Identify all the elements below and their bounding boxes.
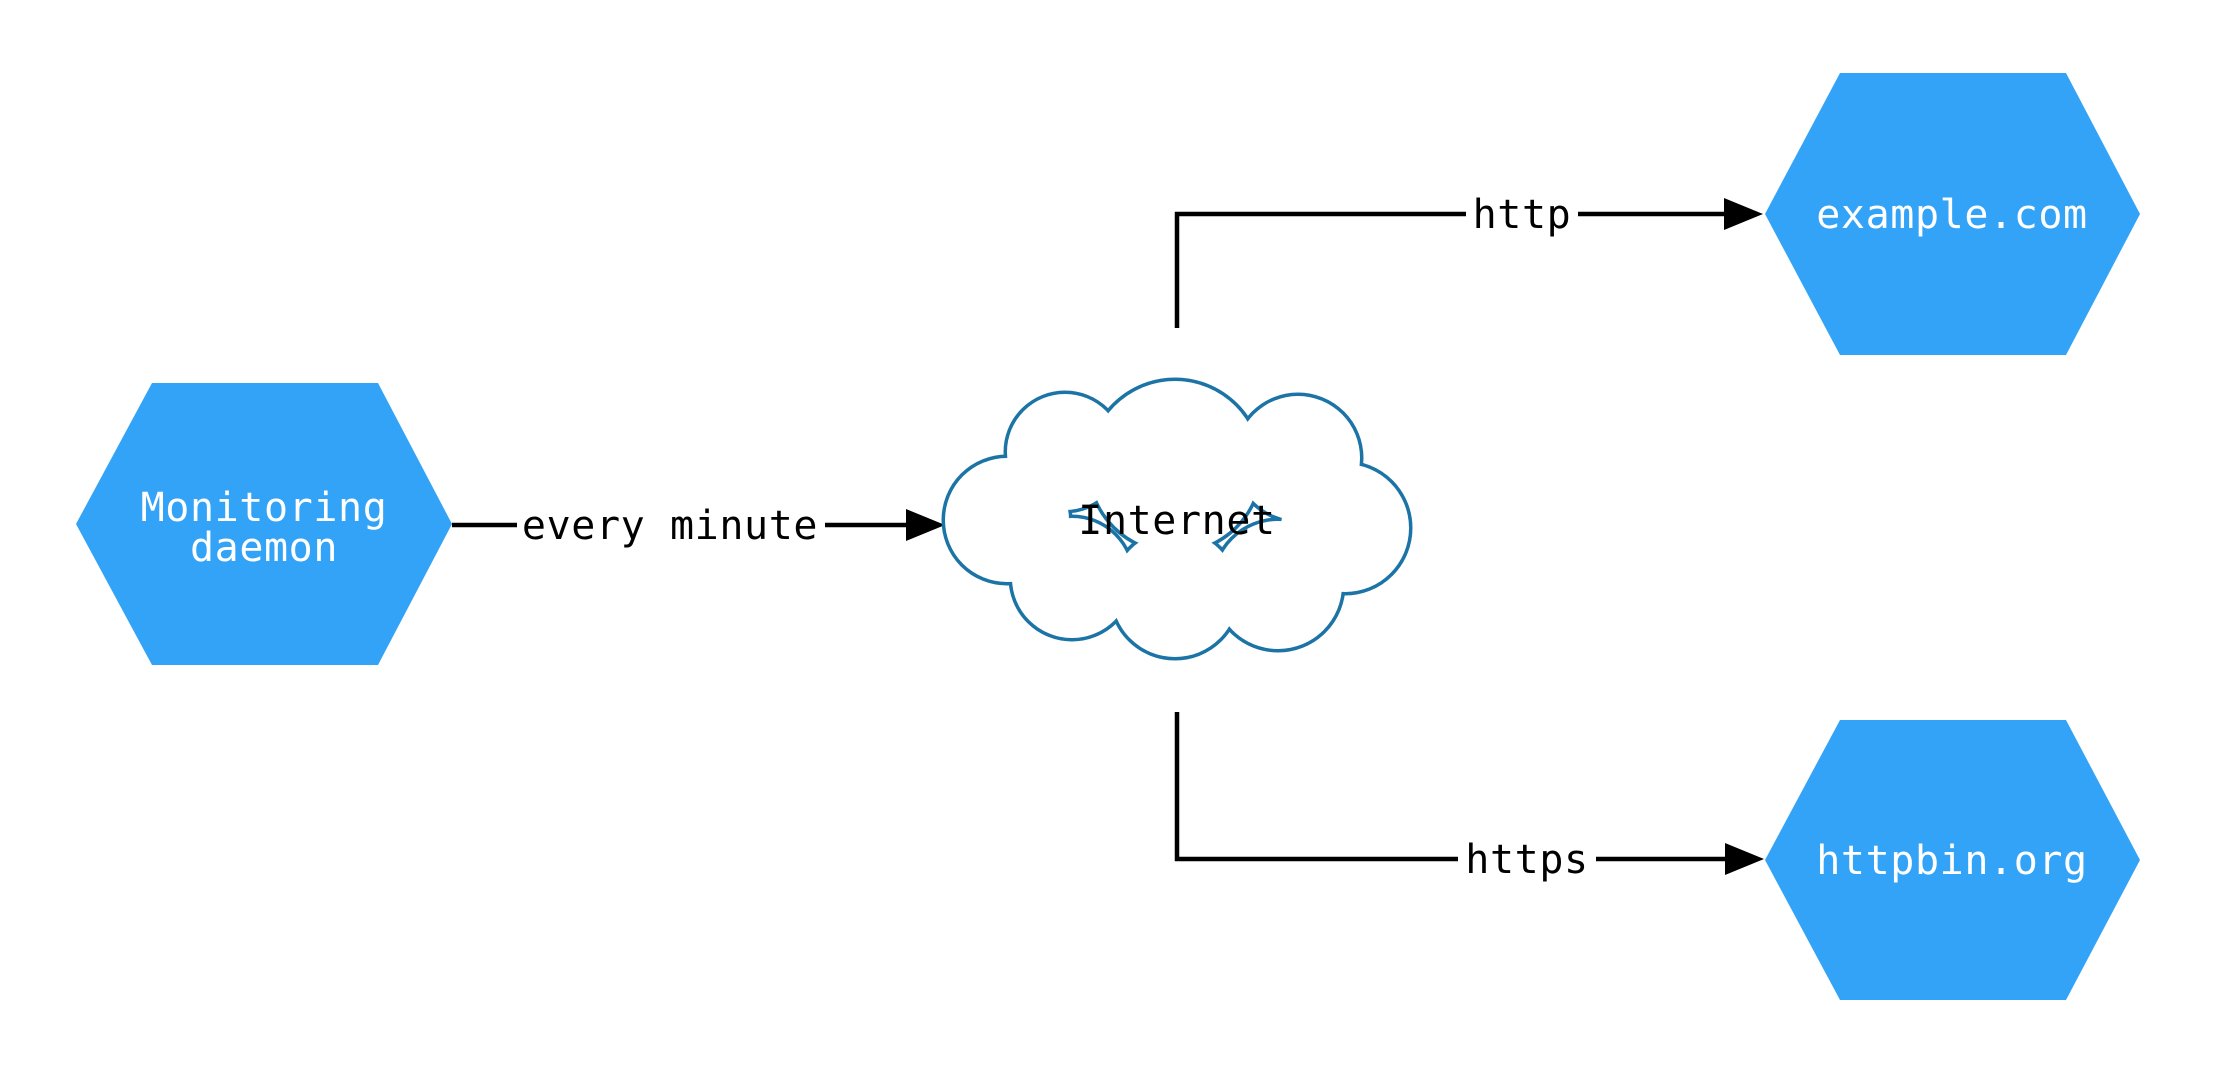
arrowhead-into-httpbin-org [1725,843,1764,875]
node-example-com [1765,73,2140,355]
edge-label-every-minute: every minute [522,503,818,549]
node-httpbin-org [1765,720,2140,1000]
edge-label-http: http [1473,192,1572,238]
edge-internet-httpbin-segment-1 [1174,712,1458,862]
edge-lines [452,211,1729,862]
node-monitoring-daemon-label-line2: daemon [190,525,338,571]
hexagon-shape [1765,73,2140,355]
cloud-interior-fill [945,381,1409,657]
node-example-com-label: example.com [1816,192,2088,238]
node-internet-label: Internet [1078,498,1275,544]
edge-arrowheads [906,198,1764,875]
node-monitoring-daemon-label-line1: Monitoring [141,485,388,531]
edge-internet-example-segment-1 [1174,211,1466,328]
hexagon-shape [76,383,452,665]
hexagon-shape [1765,720,2140,1000]
arrowhead-into-internet [906,509,945,541]
node-internet-cloud [941,377,1413,661]
node-httpbin-org-label: httpbin.org [1816,838,2088,884]
arrowhead-into-example-com [1724,198,1763,230]
edge-labels: every minute http https [522,192,1588,883]
node-monitoring-daemon [76,383,452,665]
edge-label-https: https [1465,837,1588,883]
